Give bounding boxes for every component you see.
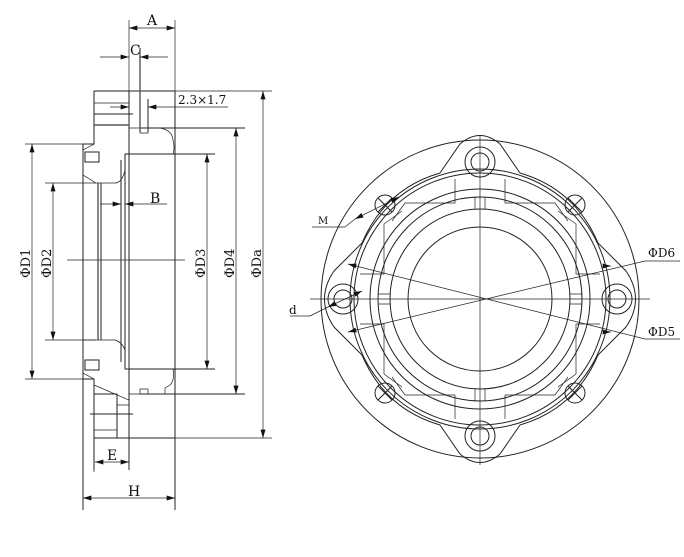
dim-label-D1: ΦD1 [19, 249, 34, 278]
label-d: d [289, 303, 297, 317]
label-D6: ΦD6 [648, 246, 675, 260]
side-section-view: A C 2.3×1.7 B E H ΦD1 ΦD2 ΦD3 ΦD4 ΦDa [19, 13, 272, 510]
dim-label-D4: ΦD4 [223, 249, 238, 278]
hatch-bottom-flange [93, 404, 130, 439]
front-view [290, 135, 680, 465]
hatch-top-flange [93, 90, 130, 104]
dim-label-D3: ΦD3 [194, 249, 209, 278]
dim-label-E: E [107, 448, 117, 464]
dim-label-H: H [128, 484, 140, 500]
dim-label-D2: ΦD2 [40, 249, 55, 278]
dim-label-B: B [150, 191, 160, 207]
label-D5: ΦD5 [648, 325, 675, 339]
dim-label-groove: 2.3×1.7 [178, 93, 226, 107]
dim-label-Da: ΦDa [250, 249, 265, 278]
mounting-plate-outline [324, 135, 636, 463]
label-M: M [318, 216, 328, 227]
dim-label-C: C [130, 43, 141, 59]
dim-label-A: A [146, 13, 158, 29]
